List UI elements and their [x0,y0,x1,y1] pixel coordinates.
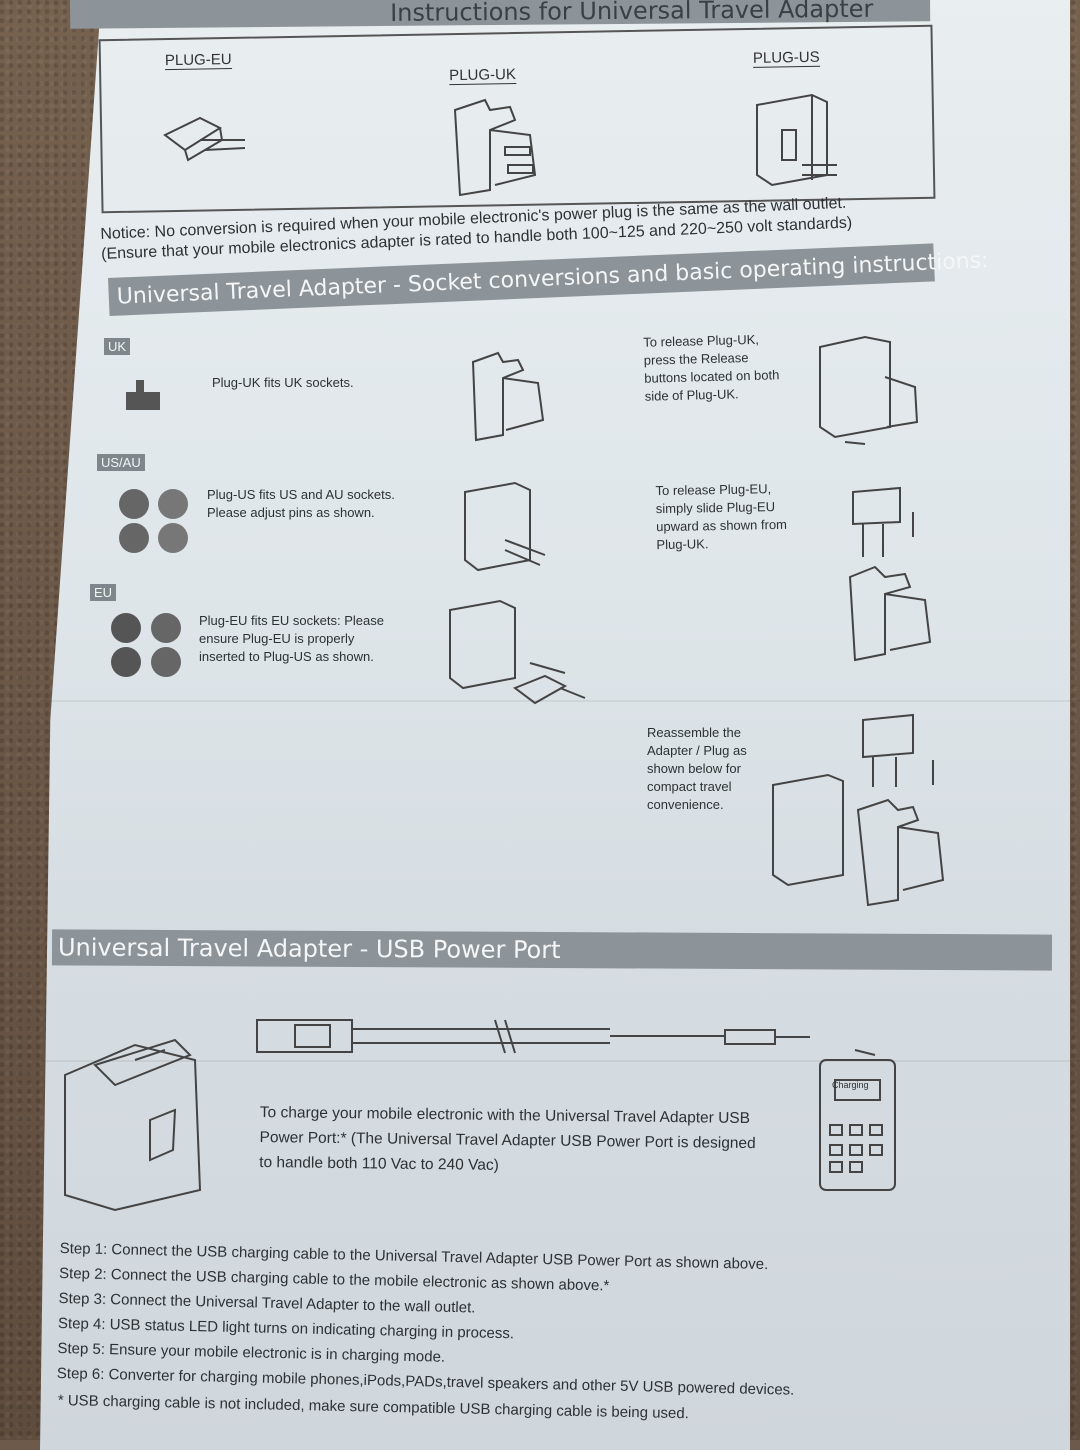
release-eu-diagram-icon [848,486,932,662]
usb-section-title: Universal Travel Adapter - USB Power Por… [57,933,561,965]
charging-label: Charging [832,1080,869,1090]
plug-eu-label: PLUG-EU [164,50,232,71]
eu-text: Plug-EU fits EU sockets: Please ensure P… [199,612,384,666]
us-au-socket-icon [119,489,188,553]
phone-charging-icon [819,1049,896,1191]
plug-eu-icon [163,116,246,162]
release-uk-line: side of Plug-UK. [644,386,739,404]
reassemble-line: Reassemble the [647,725,741,740]
header-title: Instructions for Universal Travel Adapte… [390,0,874,27]
usb-steps-list: Step 1: Connect the USB charging cable t… [57,1236,798,1403]
uk-tag: UK [104,338,131,355]
usb-section-banner: Universal Travel Adapter - USB Power Por… [51,929,1053,971]
plug-us-label: PLUG-US [752,48,820,68]
release-eu-line: upward as shown from [656,516,788,535]
plug-uk-icon [453,98,537,197]
plug-us-eu-diagram-icon [449,599,586,705]
usau-tag: US/AU [97,454,145,471]
usau-text: Plug-US fits US and AU sockets. Please a… [207,486,395,522]
instruction-sheet [40,0,1070,1450]
eu-tag: EU [90,584,117,601]
reassemble-line: Adapter / Plug as [647,743,747,758]
plug-us-icon [756,93,837,187]
release-uk-text: To release Plug-UK, press the Release bu… [643,330,780,406]
reassemble-text: Reassemble the Adapter / Plug as shown b… [647,724,747,814]
release-eu-line: Plug-UK. [656,536,709,553]
plug-uk-label: PLUG-UK [449,66,517,86]
reassemble-line: compact travel [647,779,732,794]
usau-line: Plug-US fits US and AU sockets. [207,487,395,502]
plug-uk-diagram-icon [471,351,545,442]
eu-socket-icon [111,613,181,677]
reassemble-line: convenience. [647,797,724,812]
usau-line: Please adjust pins as shown. [207,505,375,520]
reassemble-line: shown below for [647,761,741,776]
plug-us-diagram-icon [464,481,546,572]
uk-socket-icon [126,380,160,410]
release-uk-line: To release Plug-UK, [643,331,760,350]
usb-description: To charge your mobile electronic with th… [259,1100,756,1181]
release-eu-line: simply slide Plug-EU [655,499,776,517]
eu-line: Plug-EU fits EU sockets: Please [199,613,384,628]
reassemble-diagram-icon [772,713,945,907]
release-eu-text: To release Plug-EU, simply slide Plug-EU… [655,480,787,554]
eu-line: ensure Plug-EU is properly [199,631,355,646]
uk-text: Plug-UK fits UK sockets. [212,375,354,390]
release-uk-diagram-icon [819,335,919,445]
release-eu-line: To release Plug-EU, [655,481,772,499]
release-uk-line: buttons located on both [644,367,780,386]
adapter-with-usb-icon [64,1038,202,1212]
paper-fold-line [40,700,1080,702]
eu-line: inserted to Plug-US as shown. [199,649,374,664]
usb-cable-icon [256,1019,810,1054]
paper-fold-line [40,1060,1080,1062]
